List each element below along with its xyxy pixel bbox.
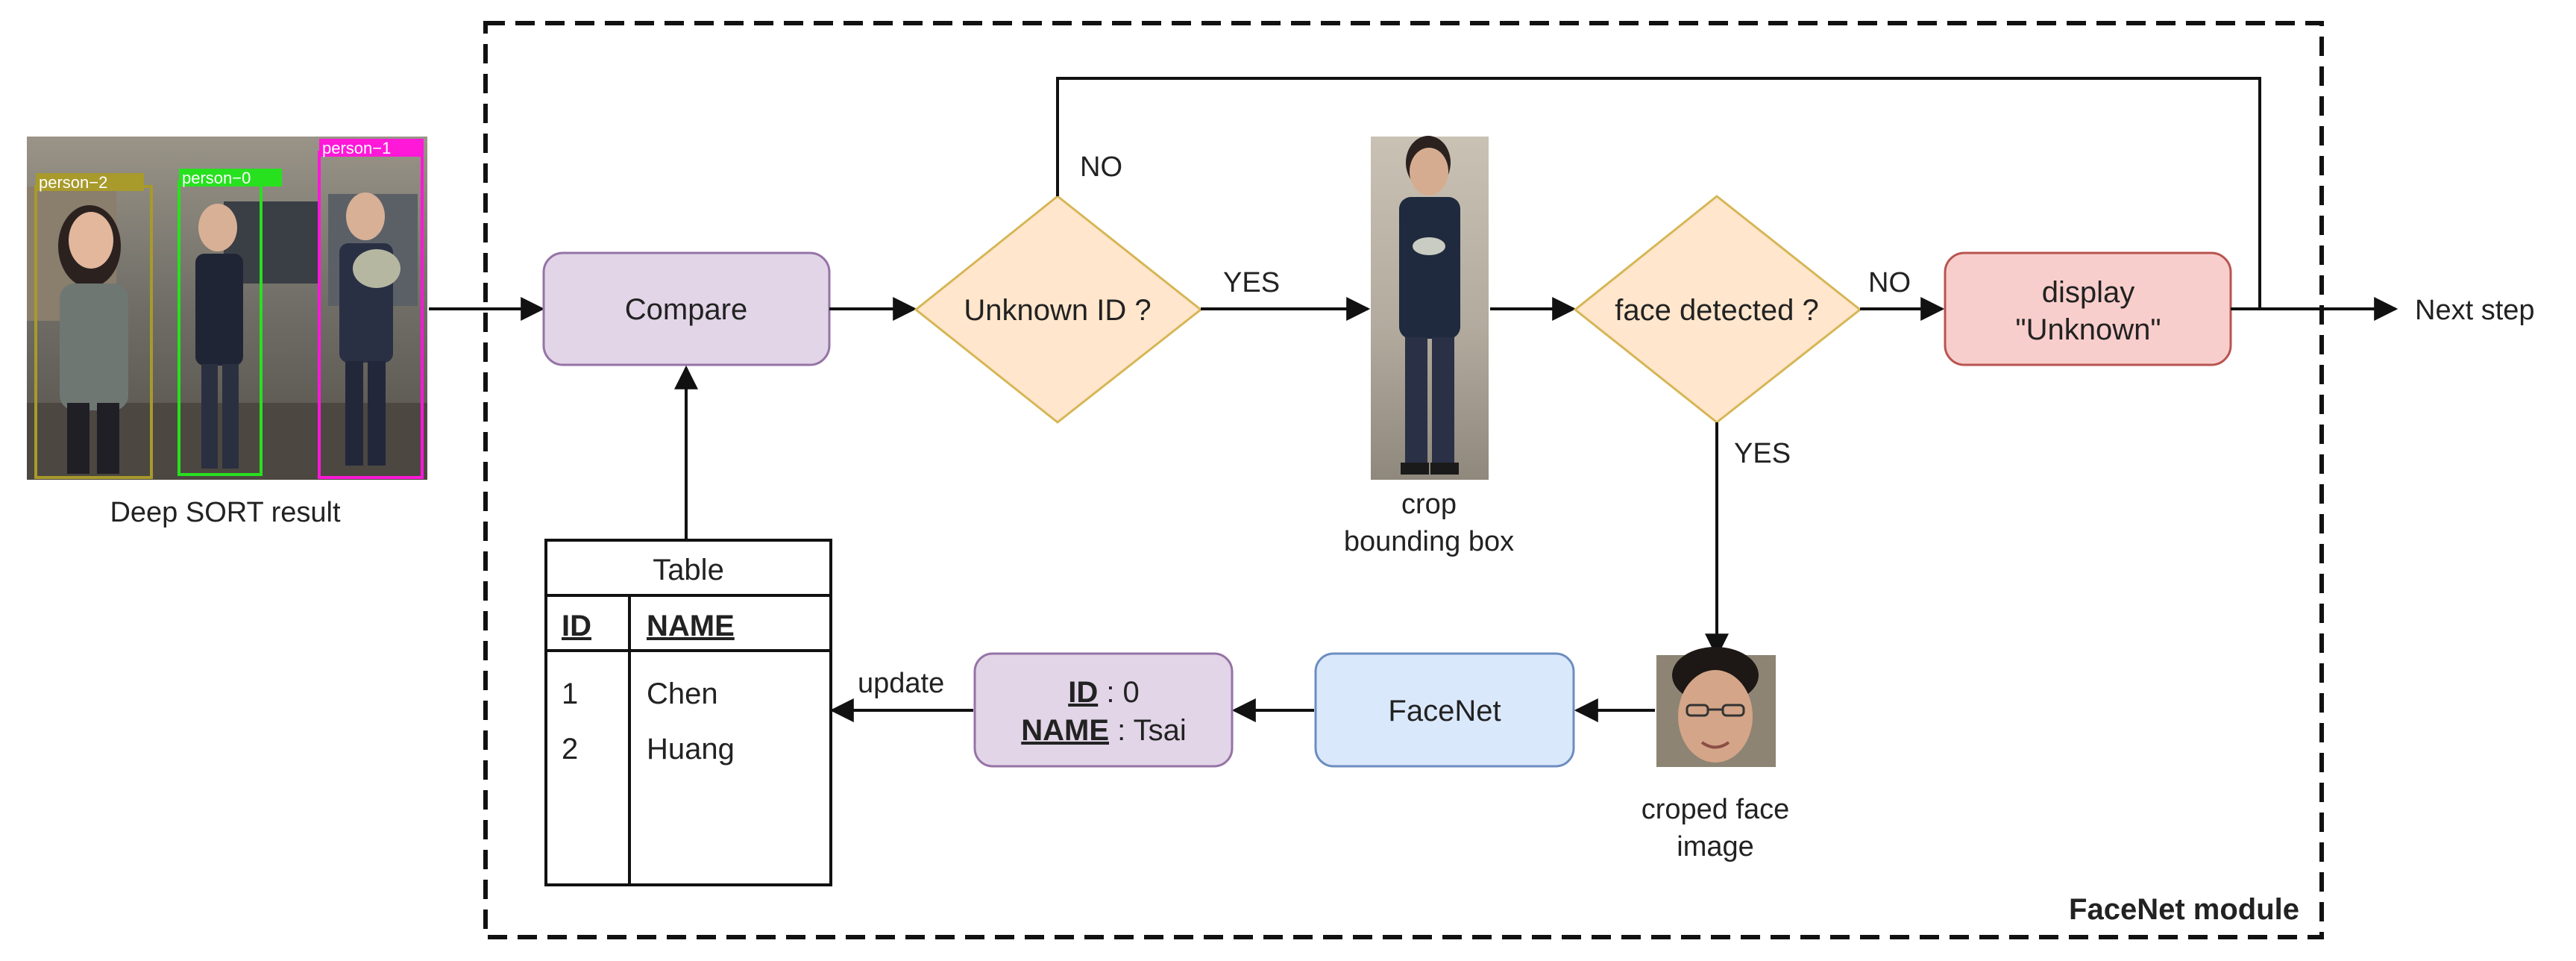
edge-label-yes-face: YES [1734, 438, 1791, 469]
identity-result-id-line: ID : 0 [1068, 676, 1140, 709]
deep-sort-result-image: person−2 person−0 person−1 [27, 137, 427, 480]
crop-caption-line2: bounding box [1344, 526, 1514, 557]
display-unknown-node[interactable] [1944, 251, 2232, 366]
result-name-key: NAME [1021, 714, 1109, 747]
facenet-label: FaceNet [1388, 695, 1501, 727]
facenet-node[interactable] [1314, 652, 1575, 768]
next-step-label: Next step [2415, 295, 2535, 326]
display-label-line2: "Unknown" [2015, 313, 2161, 346]
edge-label-no-top: NO [1080, 151, 1122, 183]
unknown-id-label: Unknown ID ? [964, 294, 1151, 327]
table-cell-row1-id: 1 [562, 677, 578, 710]
table-cell-row1-name: Chen [647, 677, 718, 710]
table-cell-row2-name: Huang [647, 733, 735, 766]
edge-label-no-face: NO [1868, 267, 1911, 298]
result-id-key: ID [1068, 676, 1098, 709]
identity-result-name-line: NAME : Tsai [1021, 714, 1187, 747]
table-header-id: ID [562, 610, 591, 642]
cropped-face-image [1656, 647, 1776, 767]
edge-unknown-no-loop [1056, 77, 2261, 309]
face-detected-label: face detected ? [1615, 294, 1819, 327]
bbox-label-person-0: person−0 [182, 169, 251, 187]
facenet-module-boundary [483, 21, 2324, 939]
module-title: FaceNet module [2069, 893, 2299, 926]
compare-label: Compare [625, 293, 748, 326]
table-header-name: NAME [647, 610, 735, 642]
edge-label-update: update [858, 668, 944, 699]
identity-result-node[interactable] [973, 652, 1234, 768]
id-name-table [544, 539, 832, 886]
table-cell-row2-id: 2 [562, 733, 578, 766]
face-caption-line2: image [1677, 831, 1754, 863]
edge-label-yes-unknown: YES [1223, 267, 1280, 298]
bbox-label-person-1: person−1 [322, 139, 391, 157]
result-name-value: : Tsai [1109, 714, 1187, 747]
display-label-line1: display [2042, 276, 2135, 309]
table-title: Table [653, 554, 724, 586]
face-caption-line1: croped face [1642, 794, 1790, 825]
deep-sort-caption: Deep SORT result [110, 497, 341, 528]
result-id-value: : 0 [1098, 676, 1140, 709]
bbox-label-person-2: person−2 [39, 173, 107, 192]
cropped-person-image [1371, 136, 1489, 480]
crop-caption-line1: crop [1401, 489, 1457, 520]
unknown-id-decision[interactable] [914, 195, 1203, 424]
